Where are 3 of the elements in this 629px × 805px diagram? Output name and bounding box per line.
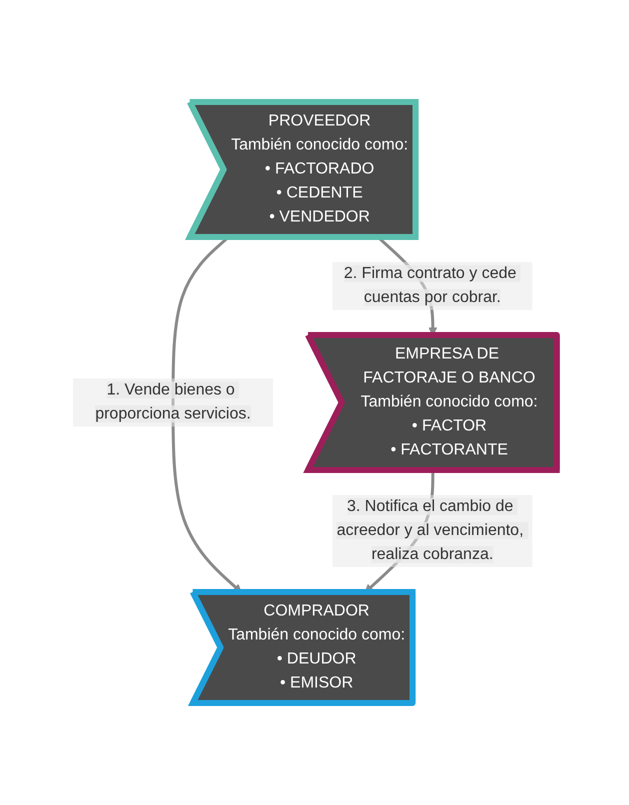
- edge-label: 1. Vende bienes o proporciona servicios.: [94, 382, 250, 422]
- edge-label: 3. Notifica el cambio de acreedor y al vencimiento, realiza cobranza.: [336, 498, 524, 563]
- edge-label: 2. Firma contrato y cede cuentas por cobrar.: [344, 265, 516, 306]
